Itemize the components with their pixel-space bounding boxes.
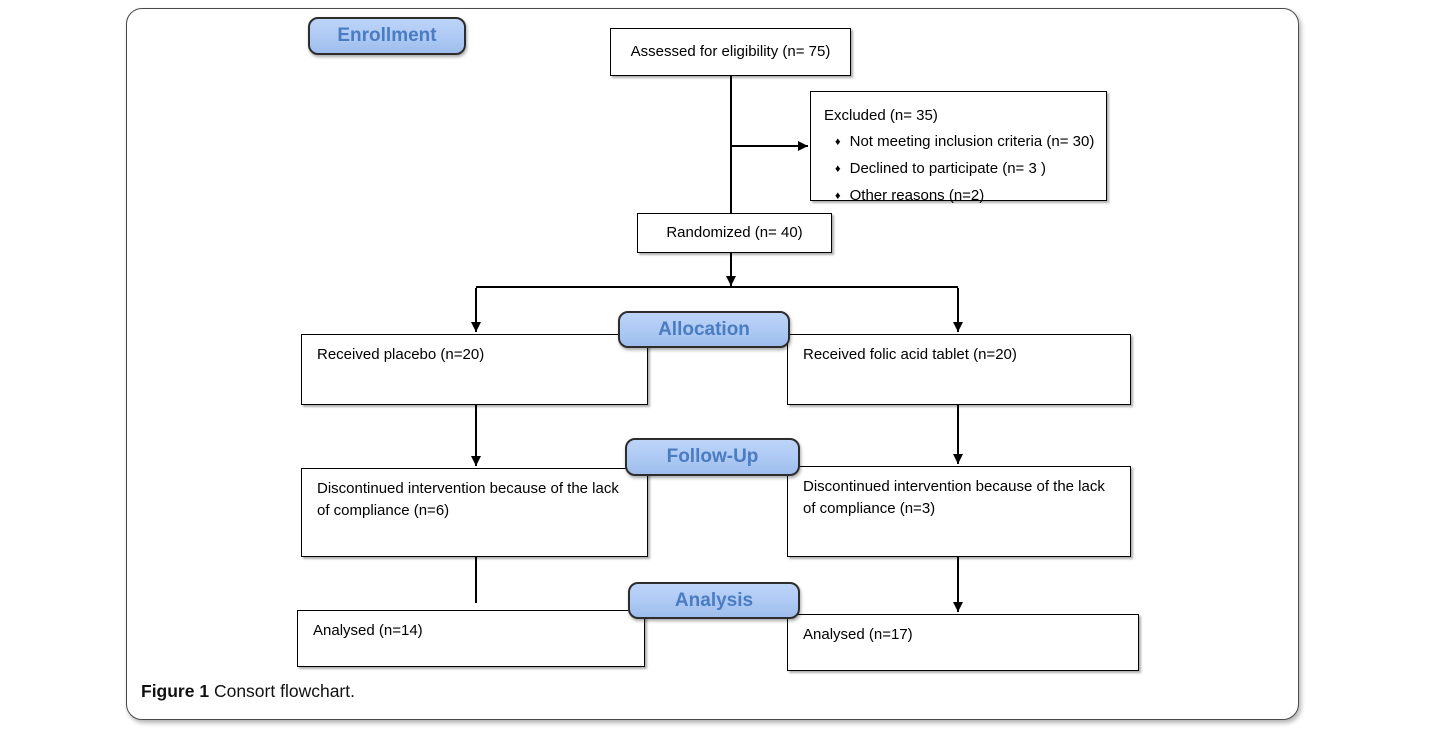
node-analysed-left-label: Analysed (n=14) (313, 622, 423, 639)
node-analysed-right-label: Analysed (n=17) (803, 626, 913, 643)
stage-banner-enrollment: Enrollment (308, 17, 466, 55)
node-received-folic-acid: Received folic acid tablet (n=20) (787, 334, 1131, 405)
stage-follow-up-label: Follow-Up (666, 446, 759, 467)
stage-analysis-label: Analysis (674, 589, 754, 611)
excluded-reason-text: Not meeting inclusion criteria (n= 30) (849, 133, 1095, 150)
stage-enrollment-label: Enrollment (337, 25, 437, 46)
stage-banner-analysis: Analysis (628, 582, 800, 619)
node-assessed-for-eligibility: Assessed for eligibility (n= 75) (610, 28, 851, 76)
node-randomized-label: Randomized (n= 40) (666, 224, 803, 241)
excluded-reason-text: Declined to participate (n= 3 ) (849, 160, 1046, 177)
stage-banner-follow-up: Follow-Up (625, 438, 800, 476)
diamond-bullet-icon: ♦ (835, 163, 841, 175)
figure-caption-label: Figure 1 (141, 681, 210, 701)
diamond-bullet-icon: ♦ (835, 136, 841, 148)
node-received-folic-acid-label: Received folic acid tablet (n=20) (803, 346, 1017, 363)
list-item: ♦ Other reasons (n=2) (824, 183, 1096, 210)
node-discontinued-right: Discontinued intervention because of the… (787, 466, 1131, 557)
figure-caption-text: Consort flowchart. (213, 681, 355, 701)
stage-allocation-label: Allocation (658, 318, 750, 340)
excluded-title: Excluded (n= 35) (824, 107, 938, 124)
list-item: ♦ Not meeting inclusion criteria (n= 30) (824, 129, 1096, 156)
node-analysed-right: Analysed (n=17) (787, 614, 1139, 671)
node-analysed-left: Analysed (n=14) (297, 610, 645, 667)
excluded-reason-text: Other reasons (n=2) (849, 187, 985, 204)
node-discontinued-left-label: Discontinued intervention because of the… (317, 480, 619, 519)
list-item: ♦ Declined to participate (n= 3 ) (824, 156, 1096, 183)
node-received-placebo-label: Received placebo (n=20) (317, 346, 485, 363)
stage-banner-allocation: Allocation (618, 311, 790, 348)
figure-caption: Figure 1 Consort flowchart. (141, 681, 355, 702)
node-randomized: Randomized (n= 40) (637, 213, 832, 253)
node-excluded: Excluded (n= 35) ♦ Not meeting inclusion… (810, 91, 1107, 204)
node-received-placebo: Received placebo (n=20) (301, 334, 648, 405)
node-discontinued-left: Discontinued intervention because of the… (301, 468, 648, 557)
excluded-reasons-list: ♦ Not meeting inclusion criteria (n= 30)… (824, 129, 1096, 210)
node-assessed-label: Assessed for eligibility (n= 75) (630, 43, 831, 60)
diamond-bullet-icon: ♦ (835, 190, 841, 202)
node-discontinued-right-label: Discontinued intervention because of the… (803, 478, 1105, 517)
